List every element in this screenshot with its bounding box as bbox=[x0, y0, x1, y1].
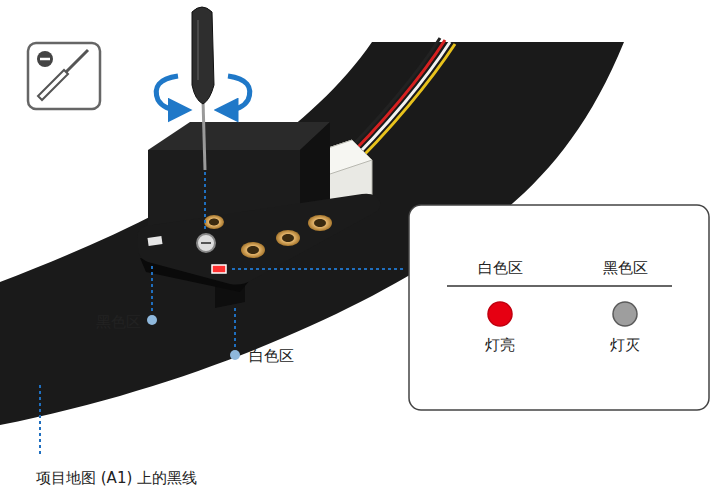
lamp-state: 灯灭 bbox=[610, 336, 640, 354]
table-header: 黑色区 bbox=[603, 259, 648, 277]
region-label: 项目地图 (A1) 上的黑线 bbox=[36, 469, 197, 487]
callout-panel bbox=[409, 205, 709, 410]
tool-icon bbox=[28, 43, 100, 109]
leader-lines bbox=[40, 172, 404, 456]
rotate-arrows bbox=[156, 76, 250, 110]
table-rule bbox=[447, 285, 672, 287]
lamp-circle bbox=[611, 300, 639, 328]
leader-dot bbox=[230, 350, 240, 360]
indicator-lamp: 灯灭 bbox=[610, 300, 640, 354]
region-label: 白色区 bbox=[249, 347, 294, 365]
lamp-circle bbox=[486, 300, 514, 328]
lamp-dot bbox=[488, 302, 512, 326]
lamp-dot bbox=[613, 302, 637, 326]
lamp-state: 灯亮 bbox=[485, 336, 515, 354]
table-header: 白色区 bbox=[478, 259, 523, 277]
indicator-lamp: 灯亮 bbox=[485, 300, 515, 354]
screwdriver bbox=[192, 7, 214, 170]
region-label: 黑色区 bbox=[96, 313, 141, 331]
leader-dot bbox=[147, 315, 157, 325]
pcb bbox=[138, 194, 381, 308]
